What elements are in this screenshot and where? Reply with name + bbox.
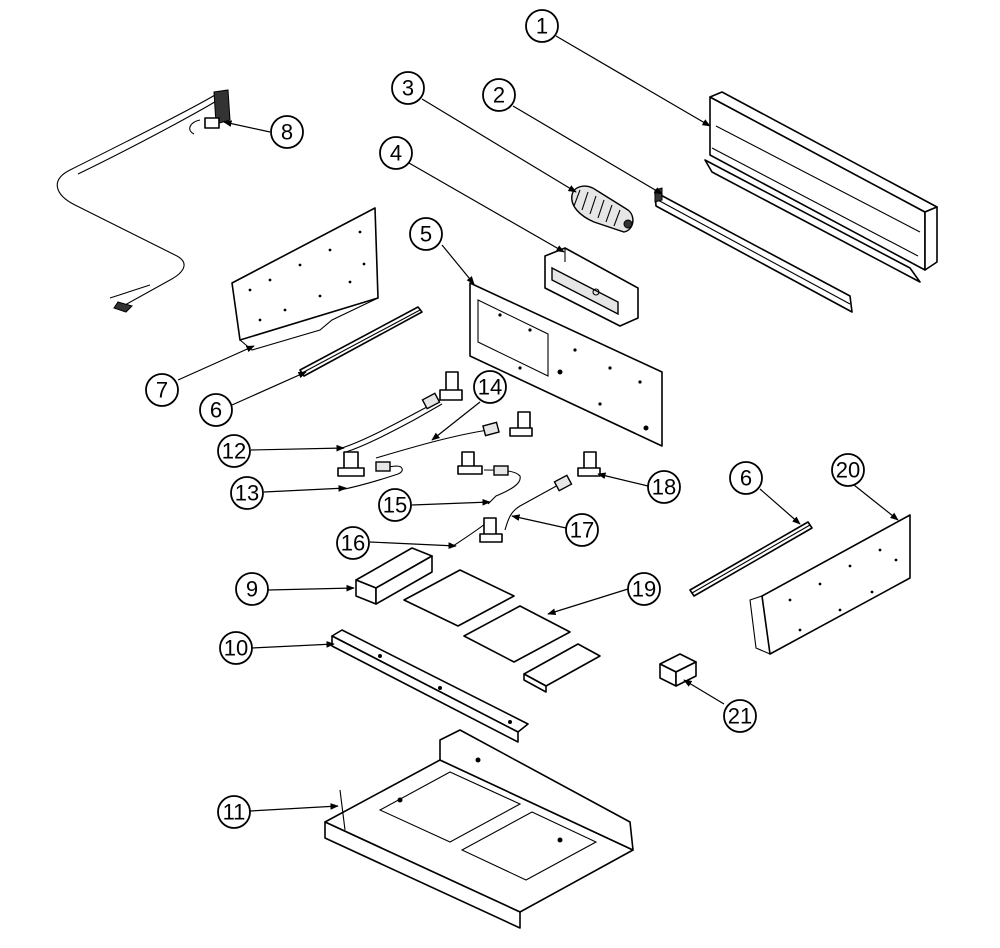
gas-valves-and-tubes bbox=[337, 371, 601, 549]
part-9-box bbox=[355, 547, 433, 605]
callout-7: 7 bbox=[145, 373, 179, 407]
callout-label: 16 bbox=[341, 531, 365, 556]
callout-label: 17 bbox=[570, 518, 594, 543]
callout-label: 5 bbox=[420, 222, 432, 247]
callout-4: 4 bbox=[379, 136, 413, 170]
callout-10: 10 bbox=[219, 631, 253, 665]
part-11-base-frame bbox=[324, 729, 634, 929]
callout-2: 2 bbox=[482, 78, 516, 112]
callout-11: 11 bbox=[217, 795, 251, 829]
callout-13: 13 bbox=[230, 476, 264, 510]
part-19-burner-plates bbox=[403, 569, 601, 693]
part-20-right-side-panel bbox=[749, 514, 911, 655]
part-1-top-channel bbox=[704, 91, 938, 283]
callout-12: 12 bbox=[217, 434, 251, 468]
callout-label: 13 bbox=[235, 481, 259, 506]
part-8-wire-harness bbox=[56, 89, 231, 313]
callout-label: 4 bbox=[390, 141, 402, 166]
part-10-bracket bbox=[331, 629, 529, 743]
part-2-angle-rail bbox=[654, 187, 853, 313]
callout-6-left: 6 bbox=[199, 393, 233, 427]
part-21-switch bbox=[659, 653, 697, 687]
part-6-left-trim-strip bbox=[299, 306, 423, 377]
callout-label: 19 bbox=[632, 577, 656, 602]
callout-9: 9 bbox=[235, 572, 269, 606]
callout-5: 5 bbox=[409, 217, 443, 251]
callout-label: 20 bbox=[836, 458, 860, 483]
callout-18: 18 bbox=[647, 470, 681, 504]
leader-lines bbox=[177, 35, 899, 812]
callout-1: 1 bbox=[525, 9, 559, 43]
callout-15: 15 bbox=[378, 488, 412, 522]
callout-label: 10 bbox=[224, 636, 248, 661]
part-7-left-side-panel bbox=[231, 207, 379, 351]
callout-label: 6 bbox=[740, 466, 752, 491]
callout-label: 2 bbox=[493, 83, 505, 108]
callout-19: 19 bbox=[627, 572, 661, 606]
callout-3: 3 bbox=[391, 71, 425, 105]
callout-label: 8 bbox=[281, 120, 293, 145]
callout-label: 18 bbox=[652, 475, 676, 500]
callout-label: 6 bbox=[210, 398, 222, 423]
part-3-blower-motor bbox=[571, 185, 634, 233]
callout-21: 21 bbox=[723, 699, 757, 733]
callout-label: 12 bbox=[222, 439, 246, 464]
callout-6-right: 6 bbox=[729, 461, 763, 495]
callout-17: 17 bbox=[565, 513, 599, 547]
callout-label: 14 bbox=[478, 375, 502, 400]
callout-label: 7 bbox=[156, 378, 168, 403]
callout-label: 9 bbox=[246, 577, 258, 602]
callout-16: 16 bbox=[336, 526, 370, 560]
callout-14: 14 bbox=[473, 370, 507, 404]
part-5-rear-panel bbox=[469, 282, 663, 447]
callout-label: 21 bbox=[728, 704, 752, 729]
callout-label: 11 bbox=[223, 800, 246, 825]
callout-label: 3 bbox=[402, 76, 414, 101]
part-4-blower-housing bbox=[544, 247, 639, 327]
callout-label: 15 bbox=[383, 493, 407, 518]
callout-20: 20 bbox=[831, 453, 865, 487]
callout-label: 1 bbox=[536, 14, 548, 39]
part-6-right-trim-strip bbox=[689, 521, 813, 597]
callout-8: 8 bbox=[270, 115, 304, 149]
